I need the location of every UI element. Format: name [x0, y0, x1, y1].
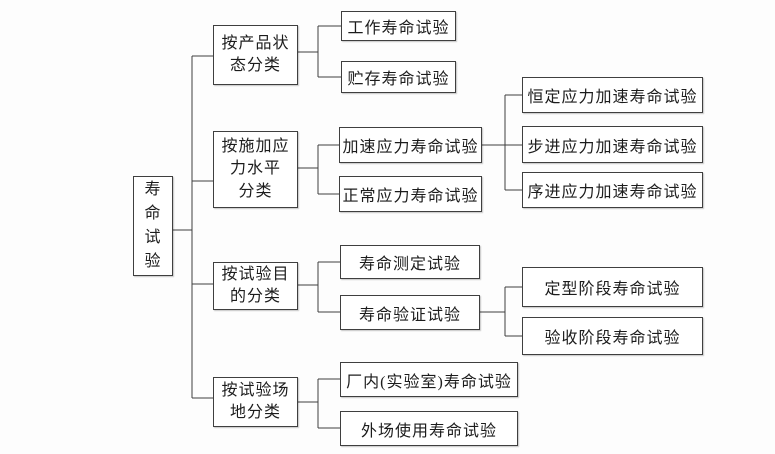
node-label-line: 力水平: [229, 160, 281, 178]
node-progressive-stress-accel-life-test: 序进应力加速寿命试验: [522, 172, 703, 208]
node-root-label: 寿命试验: [144, 181, 162, 270]
node-storage-life-test: 贮存寿命试验: [341, 61, 456, 93]
node-label-line: 按试验目: [221, 265, 290, 283]
node-life-measurement-test: 寿命测定试验: [340, 245, 480, 279]
node-label-line: 分类: [238, 182, 273, 200]
node-by-product-state: 按产品状 态分类: [213, 25, 298, 85]
node-label-line: 的分类: [229, 288, 281, 305]
node-life-verification-test: 寿命验证试验: [340, 295, 480, 330]
node-constant-stress-accel-life-test: 恒定应力加速寿命试验: [522, 77, 703, 113]
node-step-stress-accel-life-test: 步进应力加速寿命试验: [522, 126, 703, 163]
node-label-line: 态分类: [229, 57, 281, 74]
node-by-test-purpose: 按试验目 的分类: [213, 262, 298, 310]
node-qualification-stage-life-test: 定型阶段寿命试验: [522, 267, 703, 307]
node-field-use-life-test: 外场使用寿命试验: [340, 411, 518, 446]
node-working-life-test: 工作寿命试验: [341, 11, 456, 41]
node-label-line: 地分类: [229, 404, 281, 421]
node-accelerated-stress-life-test: 加速应力寿命试验: [339, 127, 482, 163]
node-root-life-test: 寿命试验: [133, 176, 173, 276]
node-normal-stress-life-test: 正常应力寿命试验: [339, 176, 482, 212]
node-in-plant-lab-life-test: 厂内(实验室)寿命试验: [340, 362, 518, 397]
node-label-line: 按产品状: [221, 34, 290, 52]
node-label-line: 按试验场: [221, 381, 290, 399]
node-by-stress-level: 按施加应 力水平 分类: [213, 131, 298, 208]
node-acceptance-stage-life-test: 验收阶段寿命试验: [522, 317, 703, 355]
node-label-line: 按施加应: [221, 138, 290, 156]
node-by-test-site: 按试验场 地分类: [213, 377, 298, 427]
